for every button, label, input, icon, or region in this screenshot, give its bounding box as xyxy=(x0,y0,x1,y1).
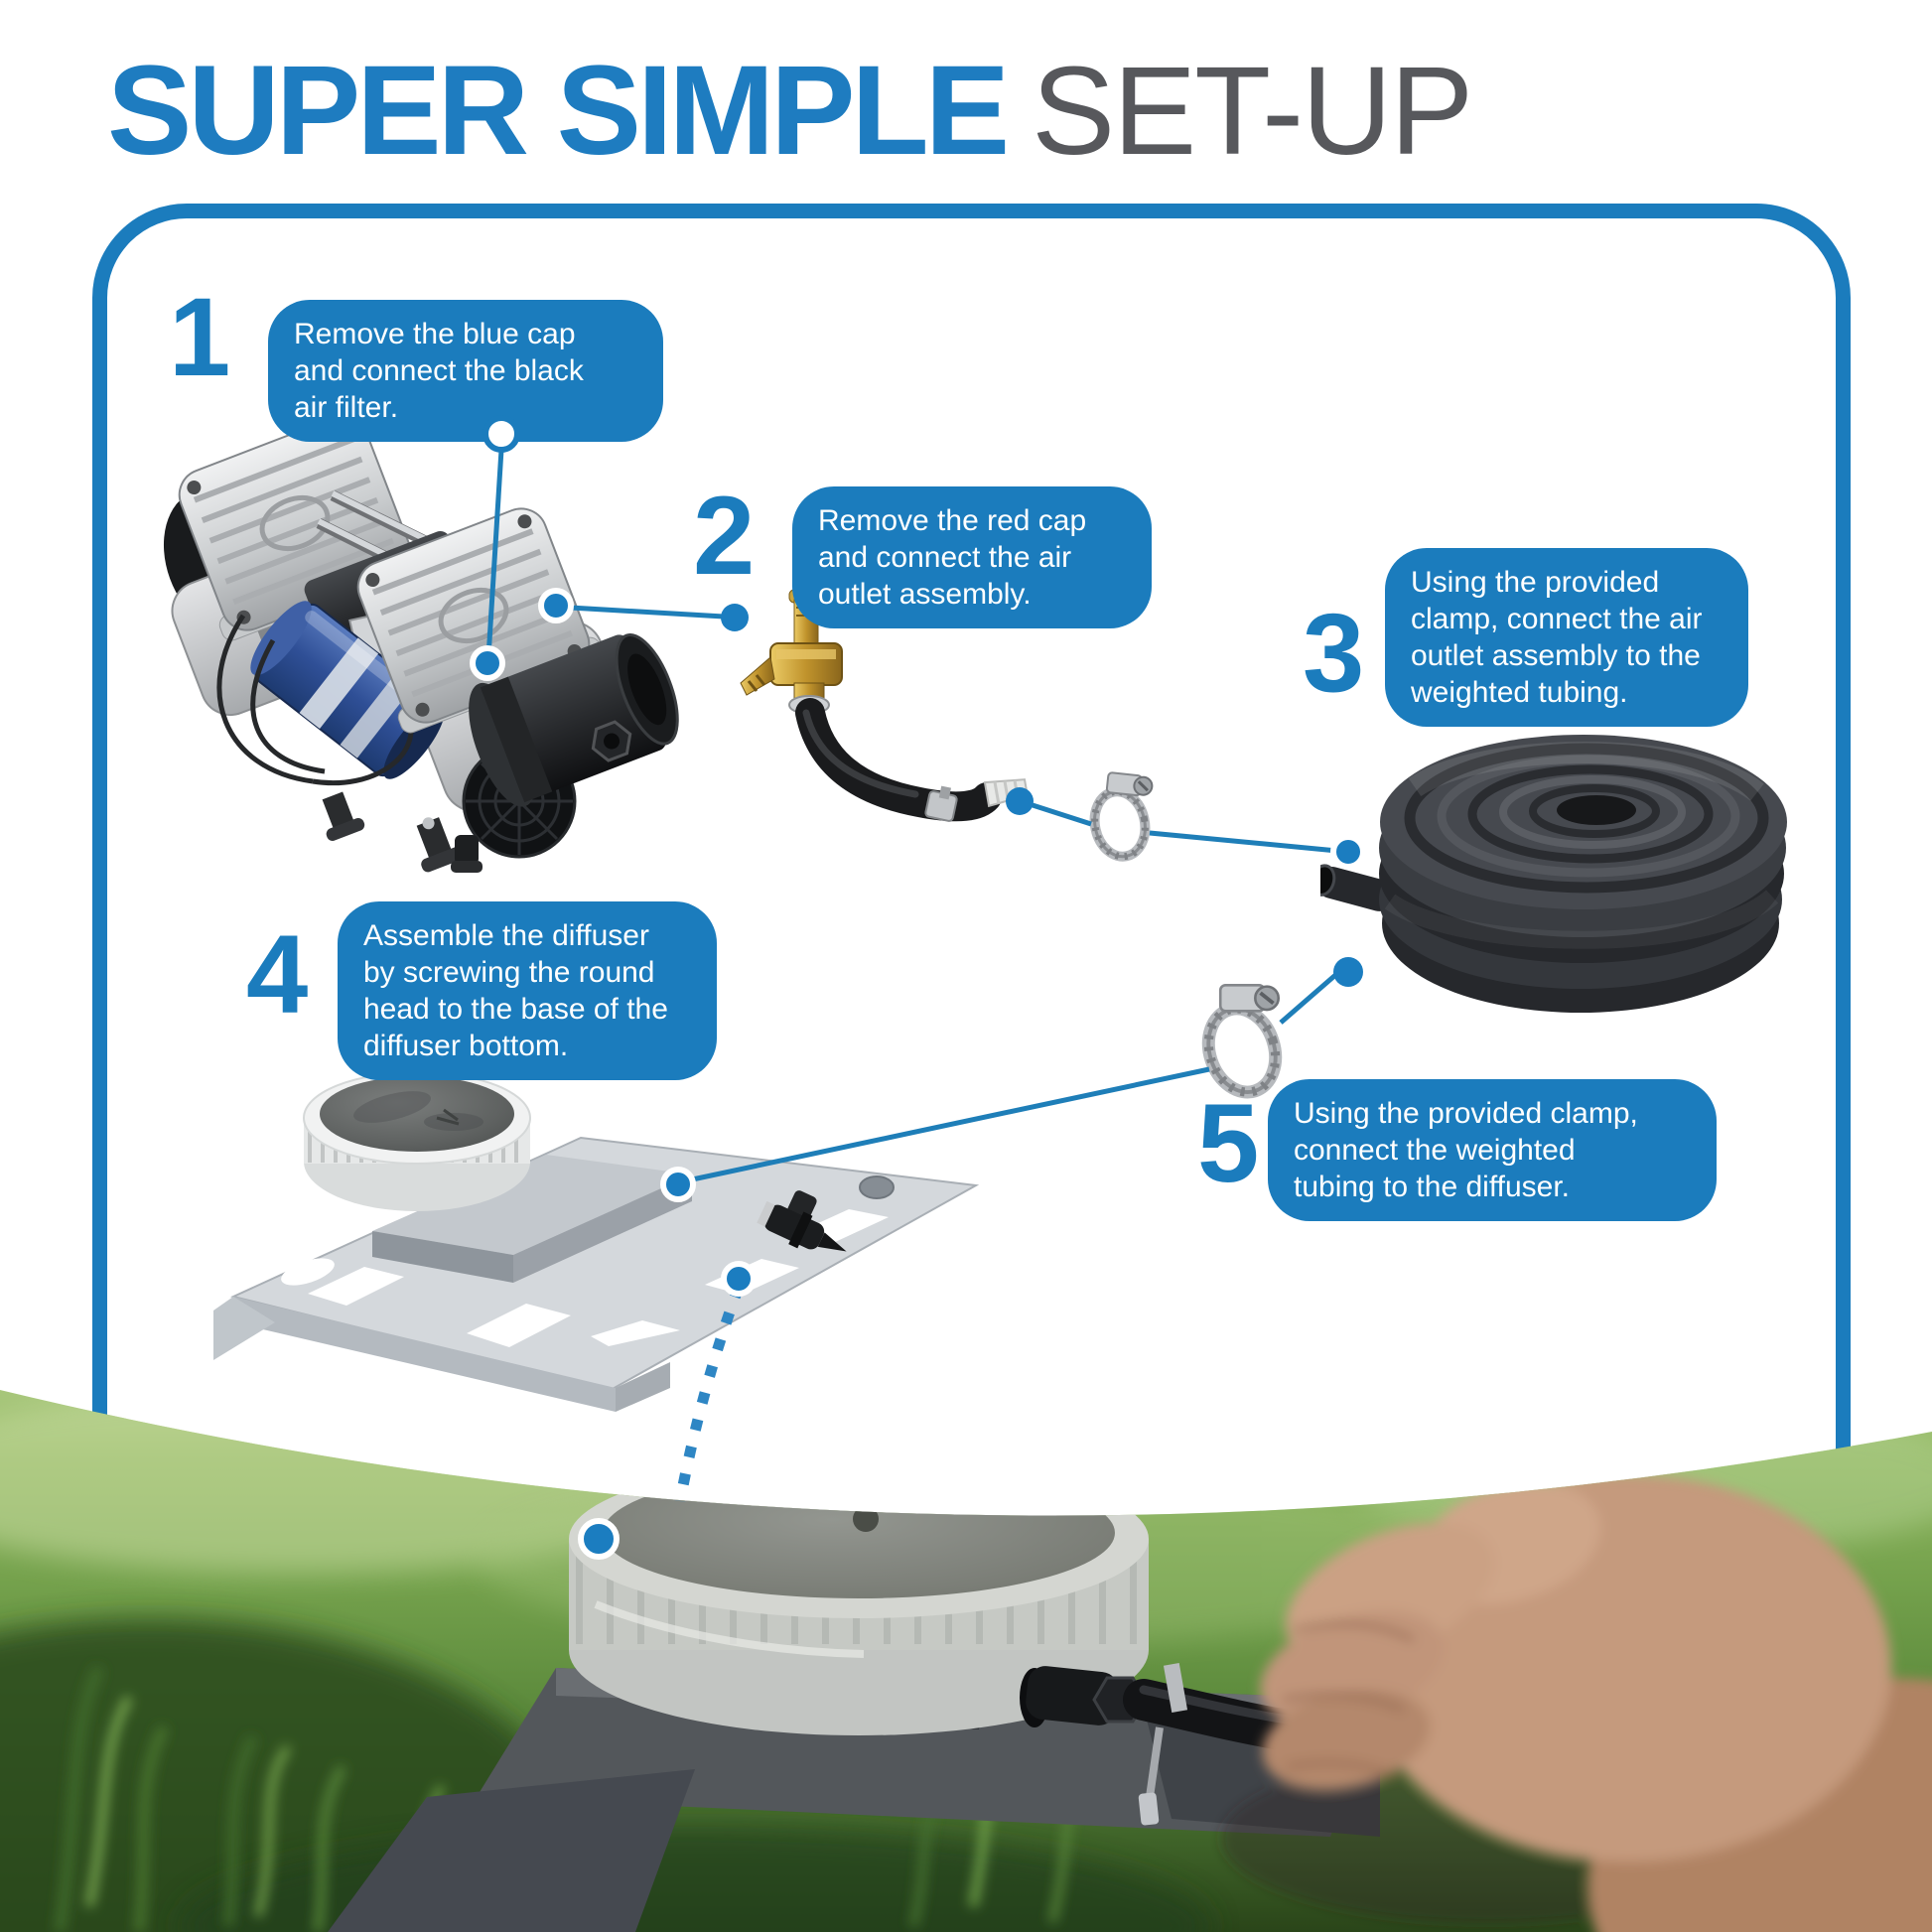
callout-text-line: by screwing the round xyxy=(363,956,655,989)
connector-dot xyxy=(1333,957,1363,987)
air-outlet-assembly-illustration xyxy=(740,589,1029,822)
connector-line xyxy=(1032,802,1092,827)
callout-text-line: Using the provided xyxy=(1411,566,1660,599)
callout-text-line: air filter. xyxy=(294,391,399,424)
connector-dot-ringed xyxy=(660,1167,696,1202)
callout-text-line: weighted tubing. xyxy=(1411,676,1628,709)
callout-text-line: diffuser bottom. xyxy=(363,1030,569,1062)
step-callout-4: Assemble the diffuser by screwing the ro… xyxy=(338,901,717,1080)
title-primary: SUPER SIMPLE xyxy=(107,40,1010,182)
weighted-tubing-coil-illustration xyxy=(1320,735,1787,1013)
step-number-3: 3 xyxy=(1303,591,1365,715)
callout-text-line: outlet assembly. xyxy=(818,578,1032,611)
connector-dot xyxy=(1006,787,1034,815)
step-number-5: 5 xyxy=(1197,1081,1260,1205)
connector-dot-ringed xyxy=(1330,834,1366,870)
callout-text-line: tubing to the diffuser. xyxy=(1294,1171,1570,1203)
callout-text-line: and connect the black xyxy=(294,354,584,387)
connector-line xyxy=(1149,830,1338,854)
connector-line xyxy=(569,605,725,620)
connector-dot-ringed xyxy=(578,1518,620,1560)
step-callout-5: Using the provided clamp, connect the we… xyxy=(1268,1079,1717,1221)
callout-text-line: clamp, connect the air xyxy=(1411,603,1703,635)
connector-line xyxy=(682,1066,1210,1184)
step-callout-2: Remove the red cap and connect the air o… xyxy=(792,486,1152,628)
connector-dot-ringed xyxy=(721,1261,757,1297)
dotted-connector-line xyxy=(674,1285,745,1503)
callout-text-line: and connect the air xyxy=(818,541,1072,574)
callout-anchor-circle xyxy=(483,415,520,453)
connector-dot xyxy=(721,604,749,631)
callout-text-line: Remove the blue cap xyxy=(294,318,576,350)
title-secondary: SET-UP xyxy=(1032,41,1473,181)
connector-line xyxy=(1279,968,1343,1025)
connector-line xyxy=(485,449,504,658)
callout-text-line: head to the base of the xyxy=(363,993,668,1026)
step-number-2: 2 xyxy=(693,474,756,598)
step-number-4: 4 xyxy=(246,912,309,1036)
callout-text-line: Remove the red cap xyxy=(818,504,1087,537)
callout-text-line: connect the weighted xyxy=(1294,1134,1576,1167)
callout-text-line: Using the provided clamp, xyxy=(1294,1097,1638,1130)
step-number-1: 1 xyxy=(169,275,231,399)
callout-text-line: Assemble the diffuser xyxy=(363,919,649,952)
callout-text-line: outlet assembly to the xyxy=(1411,639,1701,672)
connector-dot-ringed xyxy=(538,588,574,623)
connector-dot-ringed xyxy=(470,645,505,681)
diffuser-assembly-illustration xyxy=(213,1071,980,1412)
step-callout-3: Using the provided clamp, connect the ai… xyxy=(1385,548,1748,727)
step-callout-1: Remove the blue cap and connect the blac… xyxy=(268,300,663,442)
